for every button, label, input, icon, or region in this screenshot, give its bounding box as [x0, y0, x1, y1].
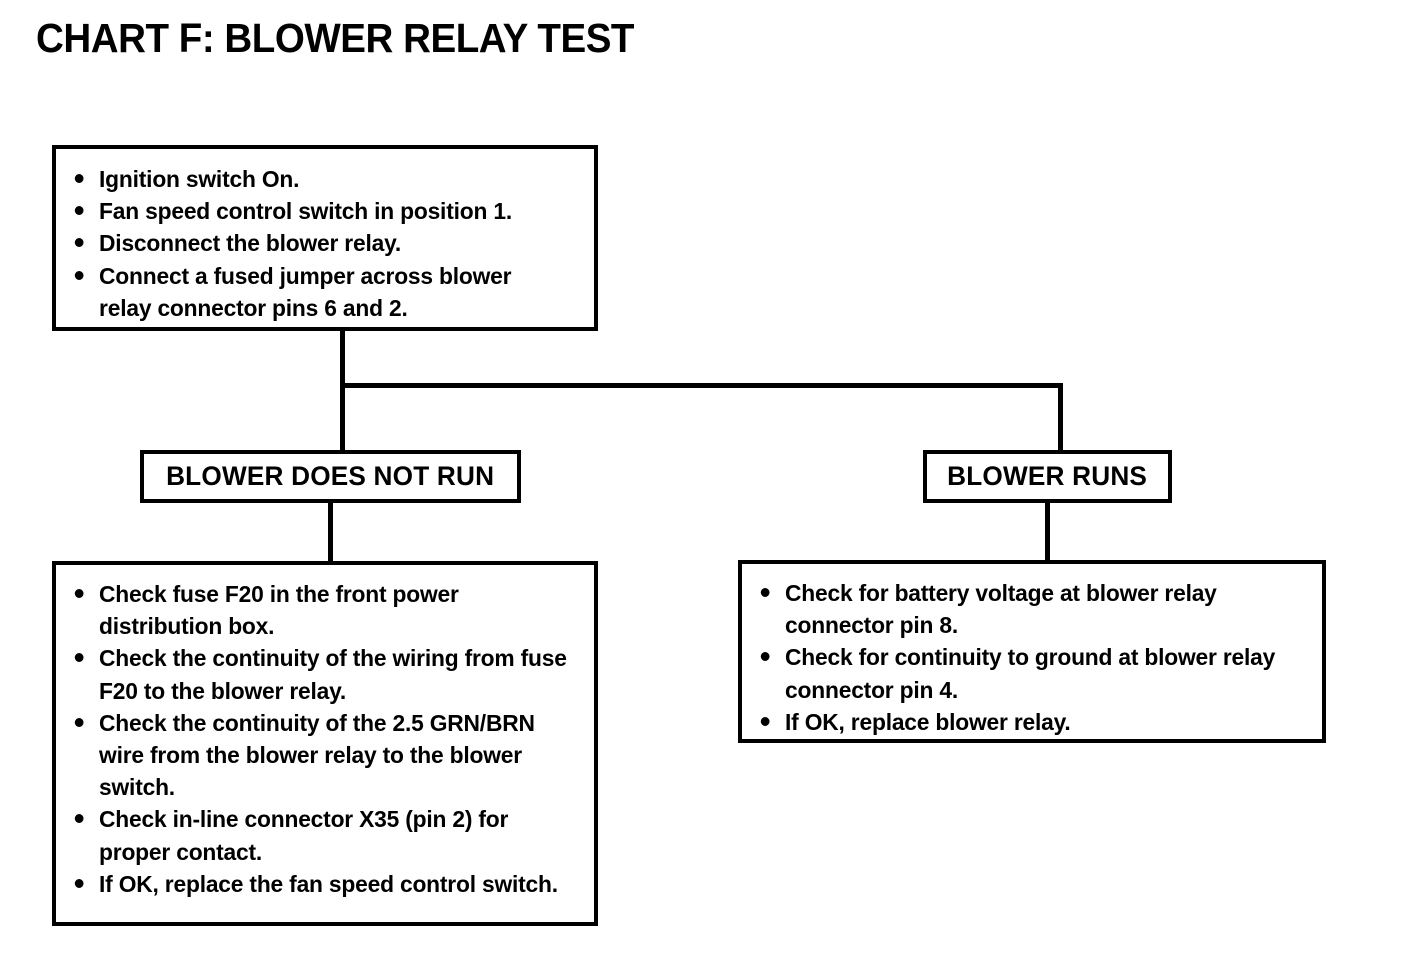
blower-does-not-run-actions-box: Check fuse F20 in the front power distri… [52, 561, 598, 926]
list-item: Check for continuity to ground at blower… [754, 641, 1295, 705]
list-item: Check the continuity of the wiring from … [68, 642, 569, 706]
connector-blower-does-not-run-to-actions [328, 502, 333, 563]
initial-conditions-list: Ignition switch On. Fan speed control sw… [68, 163, 584, 324]
connector-stem-from-initial-conditions [340, 331, 345, 387]
branch-label-blower-runs: BLOWER RUNS [923, 450, 1172, 503]
list-item: Check the continuity of the 2.5 GRN/BRN … [68, 707, 569, 804]
branch-label-text: BLOWER RUNS [947, 461, 1148, 491]
page-title: CHART F: BLOWER RELAY TEST [36, 15, 635, 61]
list-item: Check for battery voltage at blower rela… [754, 577, 1295, 641]
blower-runs-actions-list: Check for battery voltage at blower rela… [754, 577, 1312, 738]
list-item: Ignition switch On. [68, 163, 569, 195]
initial-conditions-box: Ignition switch On. Fan speed control sw… [52, 145, 598, 331]
list-item: Check fuse F20 in the front power distri… [68, 578, 569, 642]
list-item: Fan speed control switch in position 1. [68, 195, 569, 227]
list-item: Disconnect the blower relay. [68, 227, 569, 259]
branch-label-text: BLOWER DOES NOT RUN [166, 461, 495, 491]
list-item: If OK, replace blower relay. [754, 706, 1295, 738]
blower-runs-actions-box: Check for battery voltage at blower rela… [738, 560, 1326, 743]
connector-branch-bus [340, 383, 1063, 388]
list-item: If OK, replace the fan speed control swi… [68, 868, 569, 900]
list-item: Check in-line connector X35 (pin 2) for … [68, 803, 569, 867]
branch-label-blower-does-not-run: BLOWER DOES NOT RUN [140, 450, 521, 503]
connector-drop-to-blower-runs [1058, 383, 1063, 451]
blower-does-not-run-actions-list: Check fuse F20 in the front power distri… [68, 578, 584, 900]
connector-blower-runs-to-actions [1045, 502, 1050, 562]
connector-drop-to-blower-does-not-run [340, 383, 345, 451]
list-item: Connect a fused jumper across blower rel… [68, 260, 569, 324]
